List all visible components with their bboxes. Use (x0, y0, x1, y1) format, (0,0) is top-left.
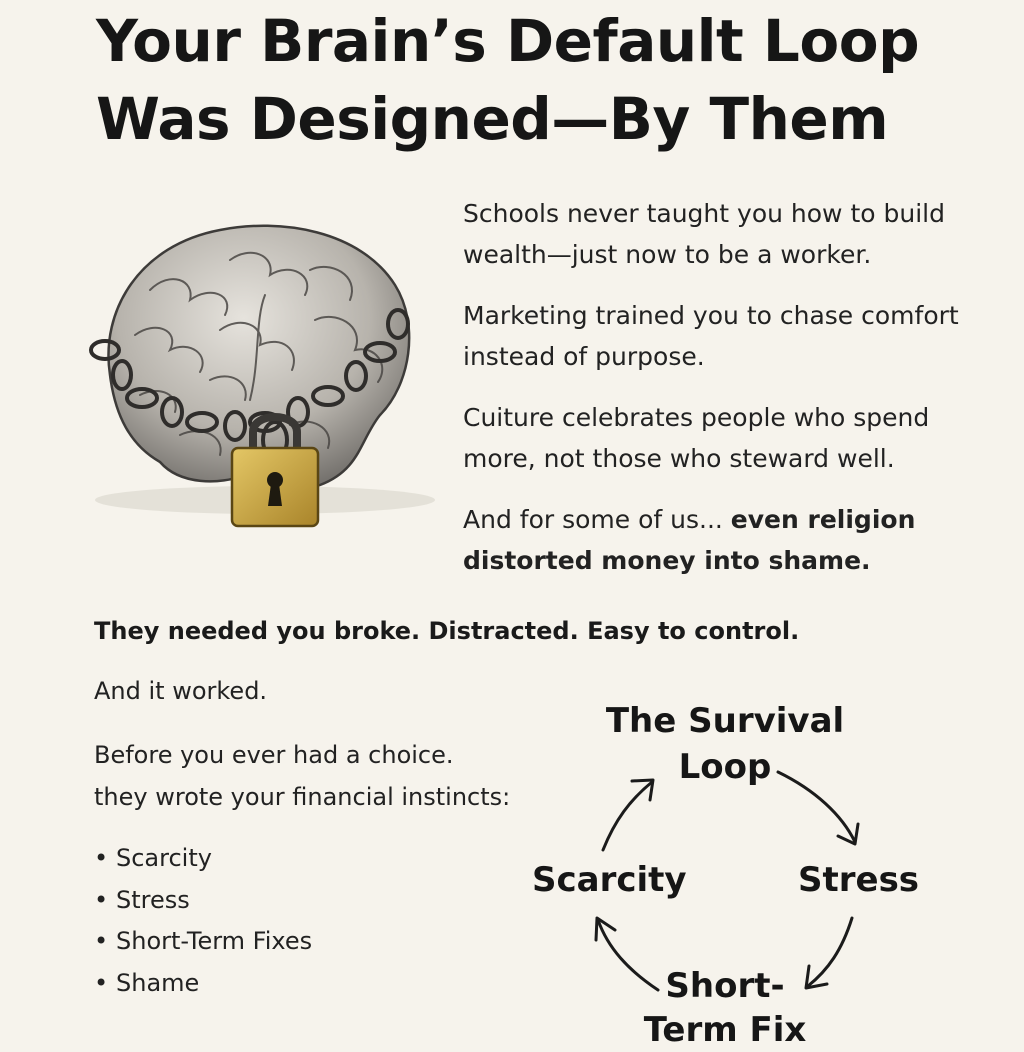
loop-node-fix-line-2: Term Fix (643, 1010, 807, 1050)
control-statement: They needed you broke. Distracted. Easy … (94, 617, 800, 645)
instincts-intro: Before you ever had a choice. they wrote… (94, 734, 554, 818)
loop-title-line-1: The Survival (605, 701, 845, 741)
it-worked-text: And it worked. (94, 677, 268, 705)
loop-title-line-2: Loop (678, 747, 772, 787)
intro-paragraph-schools: Schools never taught you how to build we… (463, 199, 945, 269)
chain-icon (89, 308, 410, 460)
bullet: • (94, 885, 109, 914)
list-item: •Short-Term Fixes (94, 921, 312, 963)
list-item: •Scarcity (94, 838, 312, 880)
brain-icon (89, 224, 435, 528)
intro-paragraph-culture: Cuiture celebrates people who spend more… (463, 403, 930, 473)
title-line-1: Your Brain’s Default Loop (96, 7, 920, 75)
curved-arrow-icon (601, 778, 655, 852)
chained-brain-illustration (60, 200, 440, 540)
loop-node-short-term-fix: Short- Term Fix (600, 964, 850, 1052)
bullet: • (94, 927, 109, 955)
religion-bold-text: even religion distorted money into shame… (463, 505, 916, 575)
bullet: • (94, 968, 109, 997)
list-item-text: Short-Term Fixes (116, 927, 313, 955)
instincts-list: •Scarcity •Stress •Short-Term Fixes •Sha… (94, 838, 312, 1004)
survival-loop-title: The Survival Loop (575, 698, 875, 790)
intro-paragraph-marketing: Marketing trained you to chase comfort i… (463, 301, 959, 371)
instincts-intro-line-2: they wrote your financial instincts: (94, 783, 511, 811)
list-item-text: Shame (116, 968, 200, 997)
bullet: • (94, 844, 109, 872)
loop-node-stress: Stress (798, 860, 920, 900)
padlock-icon (230, 413, 320, 528)
list-item: •Shame (94, 963, 312, 1005)
intro-text: Schools never taught you how to build we… (463, 193, 1003, 601)
title-line-2: Was Designed—By Them (96, 85, 889, 153)
intro-paragraph-religion: And for some of us... even religion dist… (463, 499, 1003, 581)
list-item: •Stress (94, 880, 312, 922)
list-item-text: Scarcity (116, 844, 212, 872)
loop-node-scarcity: Scarcity (532, 860, 687, 900)
page-title: Your Brain’s Default Loop Was Designed—B… (96, 2, 996, 158)
instincts-intro-line-1: Before you ever had a choice. (94, 741, 454, 769)
religion-lead-text: And for some of us... (463, 505, 731, 534)
loop-node-fix-line-1: Short- (665, 966, 785, 1006)
list-item-text: Stress (116, 885, 190, 914)
